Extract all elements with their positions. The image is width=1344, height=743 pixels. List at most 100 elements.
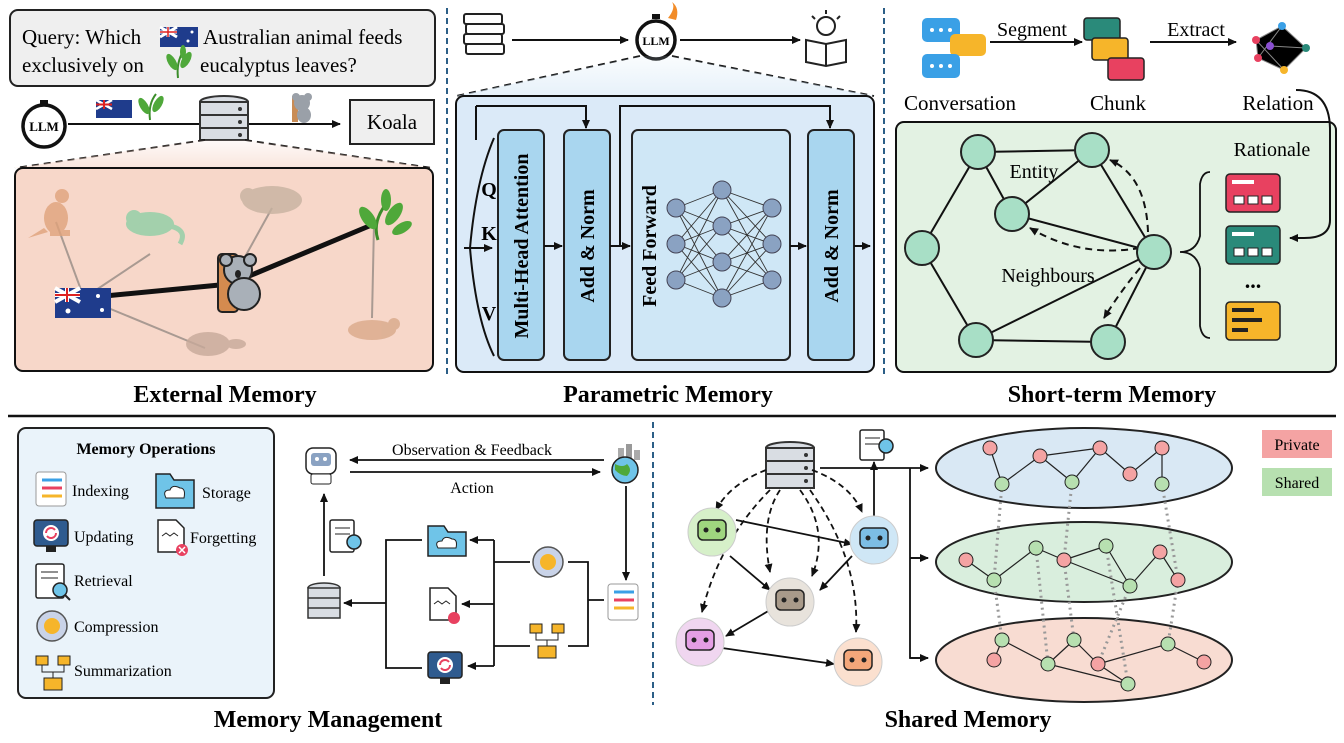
agent-robot-purple-icon <box>675 617 725 667</box>
op-retrieval: Retrieval <box>74 573 133 590</box>
platypus-icon <box>186 332 246 356</box>
label-addnorm-2: Add & Norm <box>821 189 843 303</box>
query-text-1b: Australian animal feeds <box>203 25 402 49</box>
label-conversation: Conversation <box>904 91 1016 115</box>
label-mha: Multi-Head Attention <box>511 154 533 339</box>
label-observation-feedback: Observation & Feedback <box>392 442 552 459</box>
external-memory-panel: Query: Which Australian animal feeds exc… <box>9 9 436 408</box>
storage-icon <box>155 473 195 509</box>
leaf-icon <box>166 45 192 79</box>
books-icon <box>463 13 505 55</box>
legend-shared-swatch <box>1262 468 1332 496</box>
entity-node <box>904 230 940 266</box>
shared-memory-panel: Private Shared Shared Memory <box>675 427 1332 733</box>
knowledge-book-icon <box>805 10 847 68</box>
legend-shared: Shared <box>1275 475 1319 492</box>
agent-robot-gray-icon <box>765 577 815 627</box>
op-updating: Updating <box>74 529 134 546</box>
australia-flag-small-icon <box>95 98 132 118</box>
label-k: K <box>481 223 497 245</box>
leaf-small-icon <box>138 93 164 121</box>
label-relation: Relation <box>1242 91 1314 115</box>
op-compression: Compression <box>74 619 158 636</box>
query-text-2b: eucalyptus leaves? <box>200 53 357 77</box>
koala-icon <box>217 253 261 313</box>
ops-title: Memory Operations <box>76 441 215 458</box>
environment-globe-icon <box>611 444 640 484</box>
memory-layer-green <box>935 521 1233 603</box>
answer-box <box>349 99 435 145</box>
llm-icon-parametric: LLM <box>635 2 678 61</box>
agent-robot-blue-icon <box>849 515 899 565</box>
label-extract: Extract <box>1167 19 1225 41</box>
svg-text:LLM: LLM <box>642 34 669 48</box>
entity-node <box>994 196 1030 232</box>
neural-network-icon <box>666 180 782 308</box>
retrieval-icon <box>35 563 71 601</box>
chunk-icon <box>1083 17 1145 81</box>
agent-robot-orange-icon <box>833 637 883 687</box>
rationale-card-red <box>1225 173 1281 213</box>
op-summarization: Summarization <box>74 663 172 680</box>
compression-icon-flow <box>532 546 564 578</box>
caption-memory-management: Memory Management <box>214 707 443 733</box>
quokka-icon <box>348 318 400 340</box>
updating-icon <box>33 519 69 552</box>
label-chunk: Chunk <box>1090 91 1147 115</box>
entity-node <box>1090 324 1126 360</box>
svg-text:LLM: LLM <box>29 119 59 134</box>
op-indexing: Indexing <box>72 483 129 500</box>
memory-management-panel: Memory Operations Indexing Storage Updat… <box>17 427 640 733</box>
label-addnorm-1: Add & Norm <box>577 189 599 303</box>
shortterm-memory-panel: Segment Extract Conversation Chunk Relat… <box>895 17 1337 408</box>
entity-node <box>958 322 994 358</box>
eucalyptus-icon <box>359 189 412 241</box>
label-ff: Feed Forward <box>639 185 661 307</box>
database-icon-management <box>307 582 341 619</box>
indexing-icon <box>35 471 67 507</box>
memory-operations-legend <box>17 427 275 699</box>
op-storage: Storage <box>202 485 251 502</box>
label-q: Q <box>481 179 497 201</box>
relation-graph-icon <box>1252 22 1310 74</box>
caption-shortterm-memory: Short-term Memory <box>1008 382 1217 408</box>
parametric-memory-panel: LLM Q K V Multi-Head Attention Add & Nor… <box>455 2 875 408</box>
label-v: V <box>482 303 497 325</box>
retrieval-doc-icon-shared <box>859 429 894 461</box>
label-segment: Segment <box>997 19 1067 41</box>
australia-flag-icon <box>159 25 198 47</box>
retrieval-doc-icon-flow <box>329 519 362 553</box>
caption-shared-memory: Shared Memory <box>885 707 1052 733</box>
caption-parametric-memory: Parametric Memory <box>563 382 773 408</box>
forgetting-icon <box>157 519 188 556</box>
chameleon-icon <box>126 210 185 246</box>
op-forgetting: Forgetting <box>190 530 256 547</box>
rationale-card-yellow <box>1225 301 1281 341</box>
label-rationale: Rationale <box>1234 139 1311 161</box>
conversation-icon <box>922 18 986 78</box>
label-entity: Entity <box>1010 161 1059 183</box>
label-ellipsis: ... <box>1245 268 1262 293</box>
label-neighbours: Neighbours <box>1001 265 1095 287</box>
agent-robot-green-icon <box>687 507 737 557</box>
database-icon-external <box>199 95 249 141</box>
agent-robot-icon-management <box>305 447 337 485</box>
entity-node <box>960 134 996 170</box>
summarization-icon <box>35 655 71 691</box>
llm-icon-external: LLM <box>21 100 67 149</box>
query-box <box>9 9 436 87</box>
compression-icon <box>36 610 68 642</box>
query-text-1: Query: Which <box>22 25 142 49</box>
caption-external-memory: External Memory <box>133 382 316 408</box>
entity-node <box>1136 234 1172 270</box>
rationale-card-teal <box>1225 225 1281 265</box>
wombat-icon <box>240 186 302 214</box>
label-action: Action <box>450 480 494 497</box>
legend-private-swatch <box>1262 430 1332 458</box>
database-icon-shared <box>765 441 815 489</box>
australia-flag-graph-icon <box>54 286 111 318</box>
storage-icon-flow <box>427 525 467 557</box>
indexing-icon-flow <box>607 583 639 621</box>
kangaroo-icon <box>28 189 70 238</box>
